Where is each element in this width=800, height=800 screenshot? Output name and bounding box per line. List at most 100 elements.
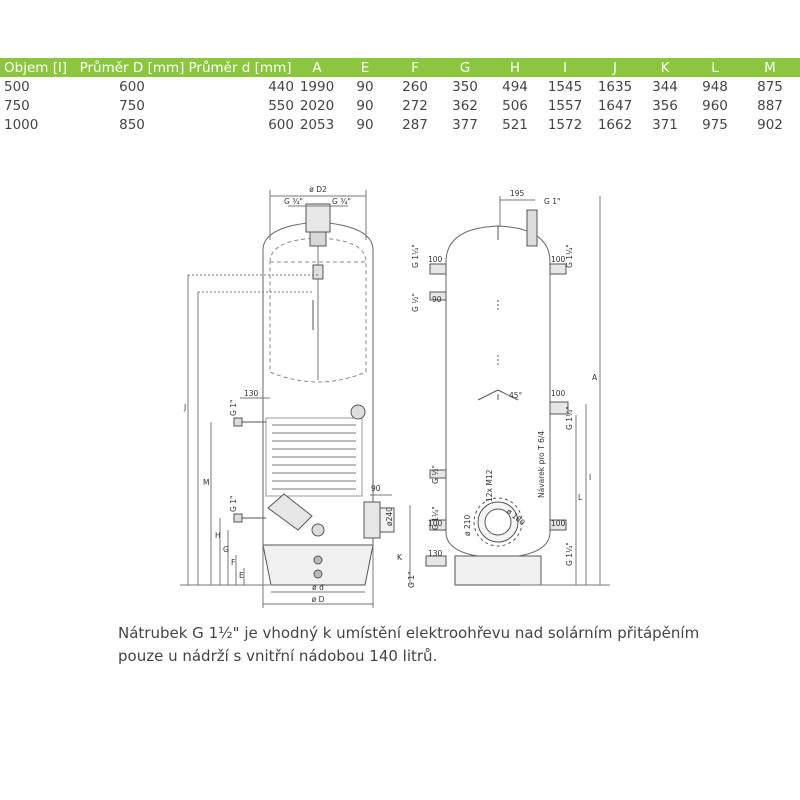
header-prumer-d-small: Průměr d [mm] bbox=[186, 58, 294, 77]
label-g114-br: G 1¼" bbox=[565, 542, 574, 566]
table-cell: 600 bbox=[119, 78, 145, 95]
label-e: E bbox=[239, 571, 244, 580]
table-cell: 440 bbox=[268, 78, 294, 95]
table-cell: 500 bbox=[4, 78, 30, 95]
note-line-1: Nátrubek G 1½" je vhodný k umístění elek… bbox=[118, 624, 700, 642]
label-dim-195: 195 bbox=[510, 189, 525, 198]
label-g1-bottom: G 1" bbox=[407, 572, 416, 588]
label-g114-mid: G 1¼" bbox=[565, 406, 574, 430]
coil bbox=[265, 417, 363, 497]
table-cell: 521 bbox=[502, 116, 528, 133]
label-dim-130: 130 bbox=[244, 389, 259, 398]
header-i: I bbox=[540, 58, 590, 77]
table-cell: 287 bbox=[402, 116, 428, 133]
label-f: F bbox=[231, 558, 235, 567]
header-g: G bbox=[440, 58, 490, 77]
table-cell: 948 bbox=[702, 78, 728, 95]
table-cell: 90 bbox=[356, 78, 374, 95]
header-e: E bbox=[340, 58, 390, 77]
table-cell: 1572 bbox=[547, 116, 583, 133]
label-g1-top: G 1" bbox=[544, 197, 560, 206]
label-d2: ø D2 bbox=[309, 185, 327, 194]
table-row: 750 750 550 2020 90 272 362 506 1557 164… bbox=[0, 96, 800, 115]
table-cell: 1647 bbox=[597, 97, 633, 114]
left-tank-section: ø D2 G ¾" G ¾" 130 G 1" G 1" 90 ø240 J M… bbox=[180, 185, 411, 608]
label-screws: 12x M12 bbox=[485, 469, 494, 502]
label-dim-100-bl: 100 bbox=[428, 519, 443, 528]
header-h: H bbox=[490, 58, 540, 77]
table-cell: 1545 bbox=[547, 78, 583, 95]
label-h: H bbox=[215, 531, 221, 540]
table-cell: 2020 bbox=[299, 97, 335, 114]
label-dim-100-mid: 100 bbox=[551, 389, 566, 398]
label-k: K bbox=[397, 553, 403, 562]
label-g114-bl: G 1¼" bbox=[431, 506, 440, 530]
label-d-big: ø D bbox=[312, 595, 325, 604]
label-g: G bbox=[223, 545, 229, 554]
header-a: A bbox=[294, 58, 340, 77]
table-cell: 1000 bbox=[4, 116, 39, 133]
table-cell: 600 bbox=[268, 116, 294, 133]
table-cell: 377 bbox=[452, 116, 478, 133]
label-g34-left: G ¾" bbox=[284, 197, 303, 206]
label-dim-130-right: 130 bbox=[428, 549, 443, 558]
table-cell: 750 bbox=[4, 97, 30, 114]
label-a: A bbox=[592, 373, 598, 382]
table-cell: 2053 bbox=[299, 116, 335, 133]
table-row: 500 600 440 1990 90 260 350 494 1545 163… bbox=[0, 77, 800, 96]
label-g114-tr: G 1¼" bbox=[565, 244, 574, 268]
header-objem: Objem [l] bbox=[0, 58, 78, 77]
table-cell: 371 bbox=[652, 116, 678, 133]
table-cell: 1990 bbox=[299, 78, 335, 95]
label-angle-45: 45° bbox=[509, 391, 523, 400]
note-line-2: pouze u nádrží s vnitřní nádobou 140 lit… bbox=[118, 647, 438, 665]
label-g114-tl: G 1¼" bbox=[411, 244, 420, 268]
right-tank-view: 195 G 1" G 1¼" 100 G ½" 90 G 1¼" 100 45°… bbox=[407, 189, 610, 588]
table-cell: 1557 bbox=[547, 97, 583, 114]
table-cell: 875 bbox=[757, 78, 783, 95]
label-dim-210: ø 210 bbox=[463, 514, 472, 536]
table-cell: 1662 bbox=[597, 116, 633, 133]
label-dim-100-br: 100 bbox=[551, 519, 566, 528]
table-cell: 750 bbox=[119, 97, 145, 114]
header-prumer-d-big: Průměr D [mm] bbox=[78, 58, 186, 77]
table-cell: 506 bbox=[502, 97, 528, 114]
label-g1-upper: G 1" bbox=[229, 400, 238, 416]
header-k: K bbox=[640, 58, 690, 77]
label-g34-right: G ¾" bbox=[332, 197, 351, 206]
table-cell: 887 bbox=[757, 97, 783, 114]
label-dim-100-tl: 100 bbox=[428, 255, 443, 264]
table-cell: 975 bbox=[702, 116, 728, 133]
table-cell: 902 bbox=[757, 116, 783, 133]
label-d-small: ø d bbox=[312, 583, 324, 592]
label-navarek: Návarek pro T 6/4 bbox=[537, 431, 546, 498]
label-dim-o240: ø240 bbox=[385, 507, 394, 526]
table-cell: 960 bbox=[702, 97, 728, 114]
heater-note: Nátrubek G 1½" je vhodný k umístění elek… bbox=[118, 622, 798, 668]
table-cell: 90 bbox=[356, 97, 374, 114]
header-l: L bbox=[690, 58, 740, 77]
label-dim-90: 90 bbox=[371, 484, 381, 493]
label-dim-100-tr: 100 bbox=[551, 255, 566, 264]
table-header-row: Objem [l] Průměr D [mm] Průměr d [mm] A … bbox=[0, 58, 800, 77]
table-cell: 260 bbox=[402, 78, 428, 95]
label-dim-90-right: 90 bbox=[432, 295, 442, 304]
table-cell: 362 bbox=[452, 97, 478, 114]
table-cell: 90 bbox=[356, 116, 374, 133]
label-l: L bbox=[578, 493, 583, 502]
spec-table: Objem [l] Průměr D [mm] Průměr d [mm] A … bbox=[0, 58, 800, 134]
header-m: M bbox=[740, 58, 800, 77]
table-cell: 356 bbox=[652, 97, 678, 114]
tank-technical-drawing: ø D2 G ¾" G ¾" 130 G 1" G 1" 90 ø240 J M… bbox=[180, 185, 610, 608]
header-j: J bbox=[590, 58, 640, 77]
table-cell: 850 bbox=[119, 116, 145, 133]
label-g1-lower: G 1" bbox=[229, 496, 238, 512]
header-f: F bbox=[390, 58, 440, 77]
table-row: 1000 850 600 2053 90 287 377 521 1572 16… bbox=[0, 115, 800, 134]
label-g12-top: G ½" bbox=[411, 293, 420, 312]
table-cell: 1635 bbox=[597, 78, 633, 95]
table-cell: 344 bbox=[652, 78, 678, 95]
label-g12-low: G ½" bbox=[431, 465, 440, 484]
table-cell: 494 bbox=[502, 78, 528, 95]
label-j: J bbox=[183, 403, 186, 412]
